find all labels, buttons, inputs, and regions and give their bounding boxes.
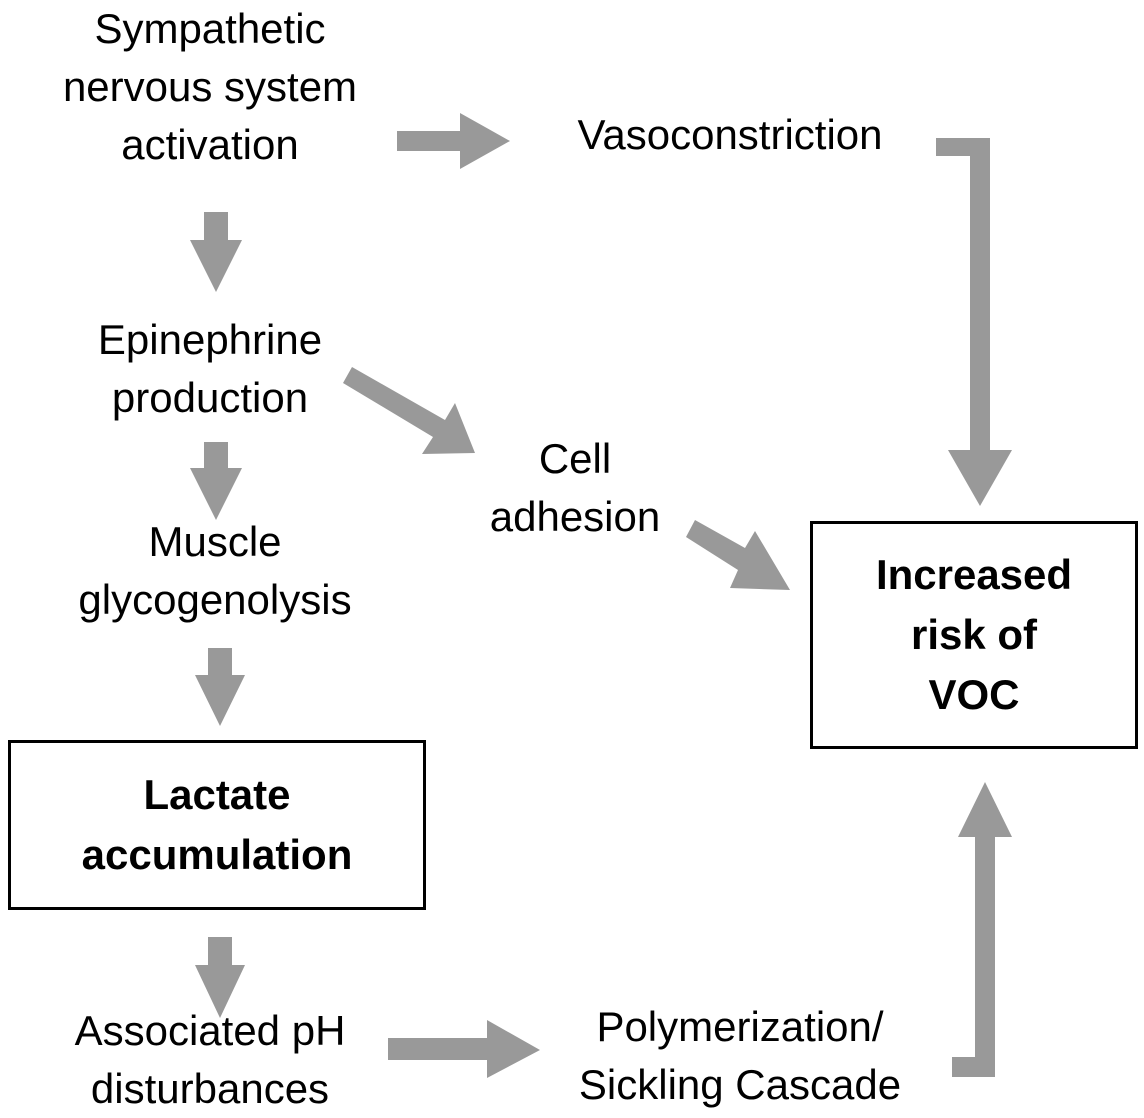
node-associated-ph-disturbances: Associated pH disturbances [74, 1007, 346, 1112]
node-muscle-glycogenolysis: Muscle glycogenolysis [78, 518, 352, 623]
arrow-epinephrine-to-muscle [190, 442, 242, 520]
arrow-vasoconstriction-to-voc [936, 138, 1012, 506]
box-lactate-accumulation: Lactate accumulation [8, 740, 426, 910]
arrow-lactate-to-ph [195, 937, 245, 1018]
arrow-sns-to-vasoconstriction [397, 113, 510, 169]
box-increased-risk-voc: Increased risk of VOC [810, 521, 1138, 749]
node-cell-adhesion: Cell adhesion [489, 435, 661, 540]
arrow-ph-to-polymerization [388, 1020, 540, 1078]
node-sympathetic-activation: Sympathetic nervous system activation [62, 5, 358, 168]
arrow-polymerization-to-voc [952, 782, 1012, 1077]
node-epinephrine-production: Epinephrine production [97, 316, 323, 421]
arrow-cell-adhesion-to-voc [686, 520, 790, 590]
arrow-sns-to-epinephrine [190, 212, 242, 292]
node-polymerization-sickling: Polymerization/ Sickling Cascade [578, 1003, 902, 1108]
node-vasoconstriction: Vasoconstriction [577, 111, 883, 158]
arrow-epinephrine-to-cell-adhesion [343, 367, 475, 454]
arrow-muscle-to-lactate [195, 648, 245, 726]
